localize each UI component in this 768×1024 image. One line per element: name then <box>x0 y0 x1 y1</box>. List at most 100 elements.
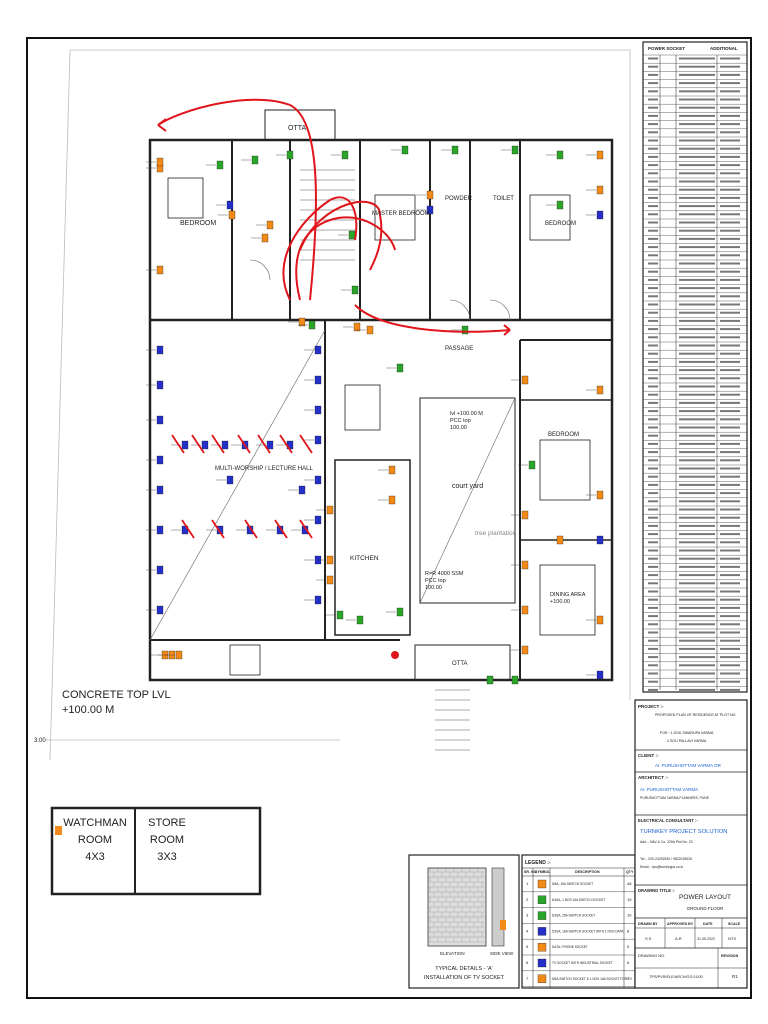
detail-a-box: ELEVATION SIDE VIEW TYPICAL DETAILS - 'A… <box>408 854 520 989</box>
socket-marker <box>156 265 164 275</box>
schedule-tag <box>648 549 658 552</box>
socket-marker <box>521 605 529 615</box>
legend-row-no: 7 <box>526 976 529 981</box>
socket-marker <box>326 505 334 515</box>
schedule-qty <box>720 287 740 290</box>
legend-row-no: 2 <box>526 897 529 902</box>
schedule-qty <box>720 147 740 150</box>
legend-row-desc: TV SOCKET WITH INDUSTRIAL SOCKET <box>552 961 613 965</box>
schedule-text-line <box>679 246 715 249</box>
schedule-tag <box>648 278 658 281</box>
legend-row-qty: 19 <box>627 897 632 902</box>
socket-marker <box>156 380 164 390</box>
schedule-qty <box>720 65 740 68</box>
schedule-tag <box>648 434 658 437</box>
schedule-text-line <box>679 524 715 527</box>
tb-revision-label: REVISION <box>721 954 739 958</box>
socket-marker <box>596 615 604 625</box>
tb-consultant-label: ELECTRICAL CONSULTANT :- <box>638 818 698 823</box>
schedule-text-line <box>679 106 715 109</box>
schedule-tag <box>648 647 658 650</box>
socket-marker <box>156 345 164 355</box>
schedule-text-line <box>679 451 715 454</box>
tb-drawing-no: TPS/PVR/ELE/ARCH/GS-01/00 <box>649 975 703 979</box>
schedule-text-line <box>679 393 715 396</box>
schedule-text-line <box>679 664 715 667</box>
socket-marker <box>388 465 396 475</box>
schedule-tag <box>648 623 658 626</box>
schedule-qty <box>720 598 740 601</box>
legend-header-0: SR. NO <box>524 870 537 874</box>
socket-marker <box>521 375 529 385</box>
schedule-qty <box>720 680 740 683</box>
socket-marker <box>326 575 334 585</box>
schedule-text-line <box>679 377 715 380</box>
schedule-qty <box>720 336 740 339</box>
schedule-qty <box>720 328 740 331</box>
socket-marker <box>336 610 344 620</box>
schedule-tag <box>648 401 658 404</box>
socket-marker <box>298 485 306 495</box>
schedule-qty <box>720 664 740 667</box>
schedule-tag <box>648 295 658 298</box>
schedule-text-line <box>679 656 715 659</box>
schedule-tag <box>648 500 658 503</box>
watchman-size-label: 4X3 <box>85 851 105 863</box>
legend-symbol <box>537 943 547 952</box>
schedule-tag <box>648 196 658 199</box>
schedule-text-line <box>679 442 715 445</box>
schedule-qty <box>720 475 740 478</box>
schedule-tag <box>648 98 658 101</box>
schedule-text-line <box>679 180 715 183</box>
schedule-tag <box>648 287 658 290</box>
schedule-text-line <box>679 172 715 175</box>
schedule-qty <box>720 73 740 76</box>
schedule-text-line <box>679 467 715 470</box>
socket-marker <box>401 145 409 155</box>
schedule-tag <box>648 180 658 183</box>
sheet-border <box>26 37 752 999</box>
schedule-qty <box>720 615 740 618</box>
schedule-qty <box>720 344 740 347</box>
schedule-tag <box>648 688 658 691</box>
legend-row-qty: 48 <box>627 881 632 886</box>
schedule-tag <box>648 205 658 208</box>
legend-row-qty: 8 <box>627 928 630 933</box>
schedule-qty <box>720 656 740 659</box>
schedule-tag <box>648 369 658 372</box>
socket-marker <box>181 440 189 450</box>
schedule-tag <box>648 311 658 314</box>
schedule-qty <box>720 237 740 240</box>
schedule-qty <box>720 401 740 404</box>
socket-marker <box>156 485 164 495</box>
socket-marker <box>351 285 359 295</box>
schedule-tag <box>648 574 658 577</box>
schedule-text-line <box>679 598 715 601</box>
schedule-tag <box>648 155 658 158</box>
floor-plan <box>45 49 631 761</box>
legend-row-no: 6 <box>526 960 529 965</box>
schedule-text-line <box>679 500 715 503</box>
room-label-bedroom-lower: BEDROOM <box>548 432 579 438</box>
watchman-label: WATCHMAN <box>63 817 127 829</box>
schedule-text-line <box>679 237 715 240</box>
socket-marker <box>216 160 224 170</box>
socket-marker <box>314 345 322 355</box>
schedule-qty <box>720 98 740 101</box>
socket-marker <box>596 210 604 220</box>
schedule-text-line <box>679 123 715 126</box>
legend-row-desc: 6/16A, 25A SWITCH SOCKET <box>552 914 595 918</box>
socket-marker <box>286 150 294 160</box>
socket-marker <box>521 510 529 520</box>
schedule-text-line <box>679 188 715 191</box>
store-size-label: 3X3 <box>157 851 177 863</box>
schedule-qty <box>720 352 740 355</box>
schedule-tag <box>648 221 658 224</box>
socket-marker <box>314 435 322 445</box>
schedule-tag <box>648 451 658 454</box>
socket-marker <box>486 675 494 685</box>
schedule-text-line <box>679 139 715 142</box>
socket-schedule: POWER SOCKET ADDITIONAL <box>642 41 748 693</box>
